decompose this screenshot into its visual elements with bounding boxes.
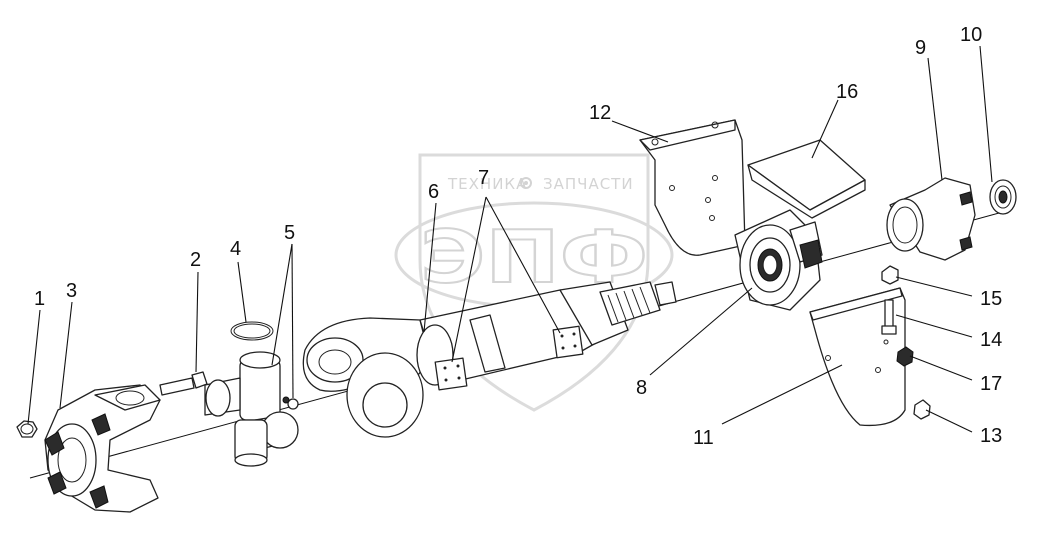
part-14-bolt (881, 299, 897, 345)
part-15-nut (881, 265, 899, 285)
leader-lines (27, 45, 993, 433)
callout-4: 4 (230, 238, 241, 260)
callout-10: 10 (960, 24, 982, 46)
callout-3: 3 (66, 280, 77, 302)
part-7-balance-weight (434, 325, 584, 391)
part-9-flange (886, 177, 976, 261)
callout-6: 6 (428, 181, 439, 203)
part-16-cover (747, 139, 866, 219)
callout-7: 7 (478, 167, 489, 189)
callout-numbers: 1 2 3 4 5 6 7 8 9 10 11 12 13 14 15 16 1… (34, 24, 1002, 449)
part-6-slip-yoke (302, 317, 431, 438)
callout-14: 14 (980, 329, 1002, 351)
part-1-nut (16, 420, 38, 438)
part-5-grease-fitting (282, 396, 299, 410)
callout-5: 5 (284, 222, 295, 244)
callout-2: 2 (190, 249, 201, 271)
part-4-snap-ring (230, 321, 274, 341)
callout-12: 12 (589, 102, 611, 124)
watermark-text-right: ЗАПЧАСТИ (543, 175, 634, 193)
watermark-logo: ЭПФ (420, 215, 648, 299)
part-13-bolt (913, 399, 931, 420)
callout-17: 17 (980, 373, 1002, 395)
part-8-center-bearing (734, 209, 823, 311)
callout-9: 9 (915, 37, 926, 59)
part-3-flange-yoke (44, 384, 161, 513)
callout-11: 11 (693, 427, 714, 449)
callout-1: 1 (34, 288, 45, 310)
part-17-nut (896, 346, 914, 367)
part-12-bracket (639, 119, 746, 256)
callout-8: 8 (636, 377, 647, 399)
universal-joint-cross (204, 351, 299, 467)
part-11-lower-bracket (809, 287, 906, 427)
callout-13: 13 (980, 425, 1002, 447)
part-10-flange-nut (989, 179, 1017, 215)
callout-15: 15 (980, 288, 1002, 310)
callout-16: 16 (836, 81, 858, 103)
splined-shaft (559, 281, 677, 346)
gear-icon (520, 177, 532, 189)
watermark-text-left: ТЕХНИКА (447, 175, 527, 193)
part-2-bolt (159, 371, 208, 396)
